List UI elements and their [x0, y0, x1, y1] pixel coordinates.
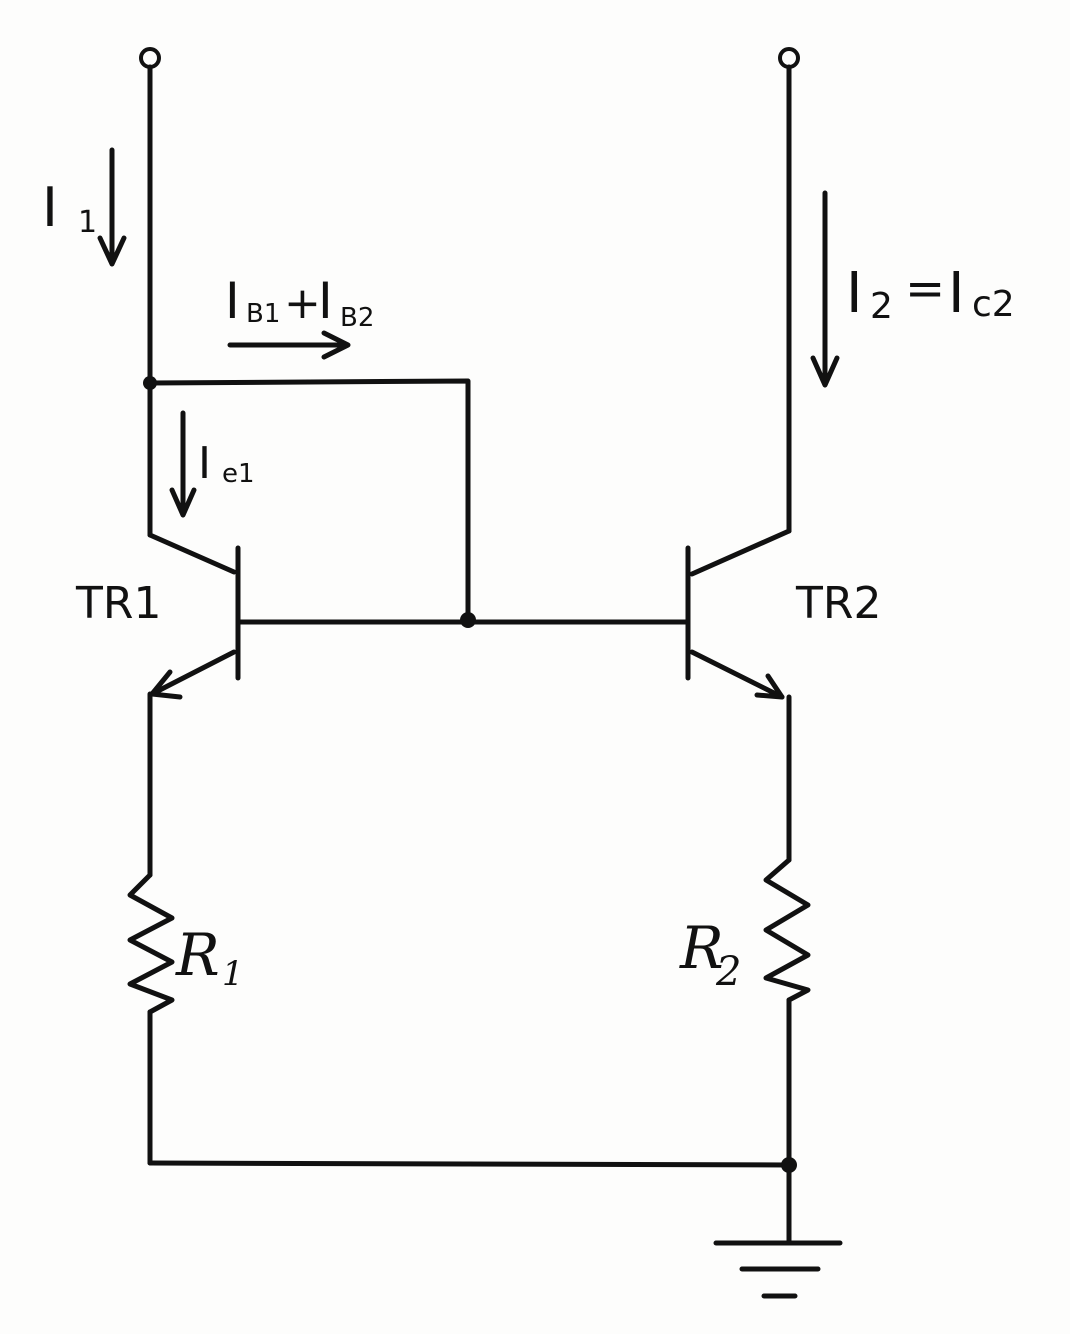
wire-base-feed [147, 378, 471, 623]
tr2-emitter-arrow [754, 673, 785, 700]
terminal-right [778, 47, 800, 69]
label-ic2: I [948, 261, 965, 326]
transistor-tr1 [147, 532, 241, 700]
resistor-r2 [763, 857, 811, 1003]
label-i2: I [846, 261, 863, 326]
label-i1-sub: 1 [78, 205, 97, 240]
label-ie1: I [198, 438, 211, 489]
label-r1-sub: 1 [222, 954, 244, 994]
label-ib2-sub: B2 [340, 303, 374, 333]
tr1-emitter-arrow [149, 669, 183, 700]
label-tr2: TR2 [795, 578, 881, 629]
label-ib2: I [318, 272, 333, 330]
label-i2-sub: 2 [870, 286, 893, 327]
label-ic2-sub: c2 [972, 284, 1015, 325]
label-ie1-sub: e1 [222, 459, 255, 489]
label-ib1: I [225, 272, 240, 330]
arrow-i1 [97, 147, 127, 267]
arrow-ib-sum [227, 330, 351, 360]
tr1-collector-lead [147, 532, 237, 575]
wire-bottom-return [147, 1160, 792, 1168]
arrow-i2 [810, 190, 840, 388]
terminal-left [139, 47, 161, 69]
label-ib1-sub: B1 [246, 299, 280, 329]
label-tr1: TR1 [75, 578, 161, 629]
label-i1: I [42, 176, 58, 239]
label-r2: R [679, 914, 724, 982]
label-ib-plus: + [284, 278, 321, 329]
arrow-ie1 [169, 410, 197, 518]
tr1-emitter-lead [149, 649, 237, 697]
label-i2-equals: = [905, 261, 945, 317]
transistor-tr2 [685, 528, 792, 700]
label-r2-sub: 2 [715, 949, 741, 995]
ground-icon [713, 1162, 843, 1299]
tr2-collector-lead [689, 528, 792, 577]
label-r1: R [175, 921, 220, 989]
tr2-emitter-lead [689, 649, 785, 700]
resistor-r1 [127, 872, 175, 1015]
